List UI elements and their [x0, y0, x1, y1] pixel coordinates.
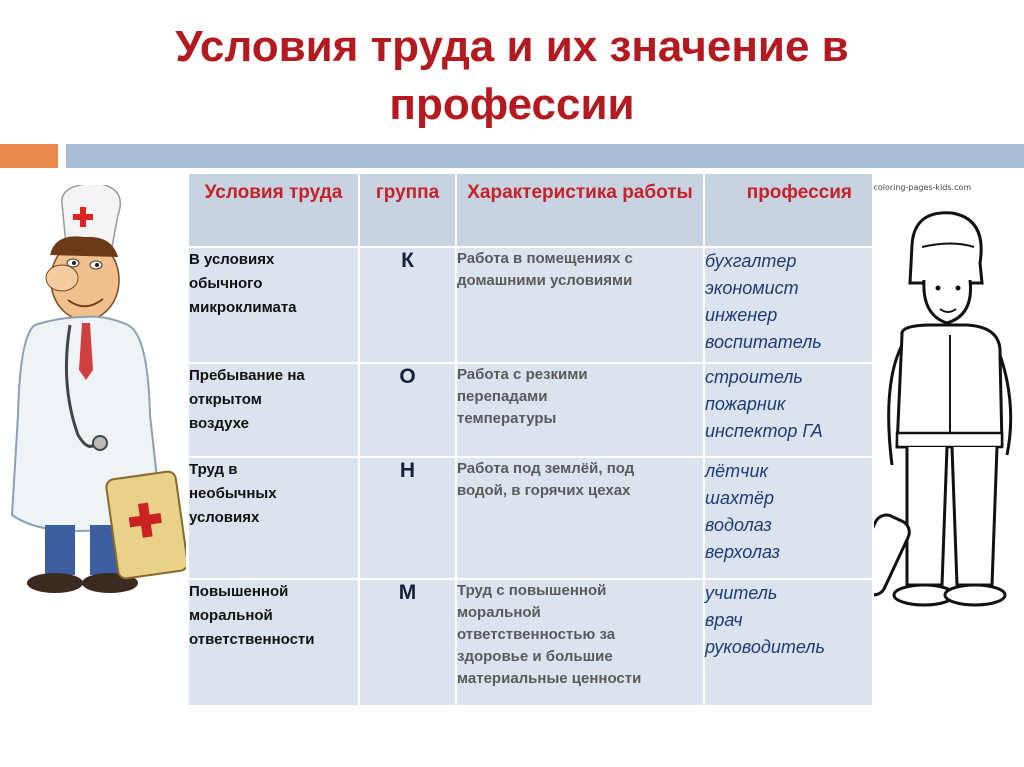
profession-cell: бухгалтер экономист инженер воспитатель [703, 246, 874, 364]
characteristic-cell: Работа с резкими перепадами температуры [455, 362, 705, 458]
profession-cell: учитель врач руководитель [703, 578, 874, 707]
accent-bar-orange [0, 144, 58, 168]
profession-cell: строитель пожарник инспектор ГА [703, 362, 874, 458]
condition-cell: Повышенной моральной ответственности [187, 578, 360, 707]
slide-title: Условия труда и их значение в профессии [175, 22, 849, 129]
table-row: В условиях обычного микроклимата К Работ… [187, 246, 874, 364]
header-characteristic: Характеристика работы [455, 172, 705, 248]
profession-cell: лётчик шахтёр водолаз верхолаз [703, 456, 874, 580]
table-row: Повышенной моральной ответственности М Т… [187, 578, 874, 707]
group-cell: Н [358, 456, 457, 580]
condition-cell: В условиях обычного микроклимата [187, 246, 360, 364]
image-credit: www.coloring-pages-kids.com [852, 183, 972, 192]
conditions-table: Условия труда группа Характеристика рабо… [187, 172, 874, 707]
firefighter-illustration [852, 211, 1013, 607]
group-cell: О [358, 362, 457, 458]
characteristic-cell: Работа под землёй, под водой, в горячих … [455, 456, 705, 580]
conditions-table-container: Условия труда группа Характеристика рабо… [187, 172, 874, 707]
header-group: группа [358, 172, 457, 248]
table-row: Пребывание на открытом воздухе О Работа … [187, 362, 874, 458]
header-profession: профессия [703, 172, 874, 248]
doctor-illustration [10, 185, 186, 593]
accent-bar-blue [66, 144, 1024, 168]
condition-cell: Труд в необычных условиях [187, 456, 360, 580]
header-conditions: Условия труда [187, 172, 360, 248]
characteristic-cell: Работа в помещениях с домашними условиям… [455, 246, 705, 364]
group-cell: К [358, 246, 457, 364]
characteristic-cell: Труд с повышенной моральной ответственно… [455, 578, 705, 707]
table-row: Труд в необычных условиях Н Работа под з… [187, 456, 874, 580]
group-cell: М [358, 578, 457, 707]
condition-cell: Пребывание на открытом воздухе [187, 362, 360, 458]
table-header-row: Условия труда группа Характеристика рабо… [187, 172, 874, 248]
